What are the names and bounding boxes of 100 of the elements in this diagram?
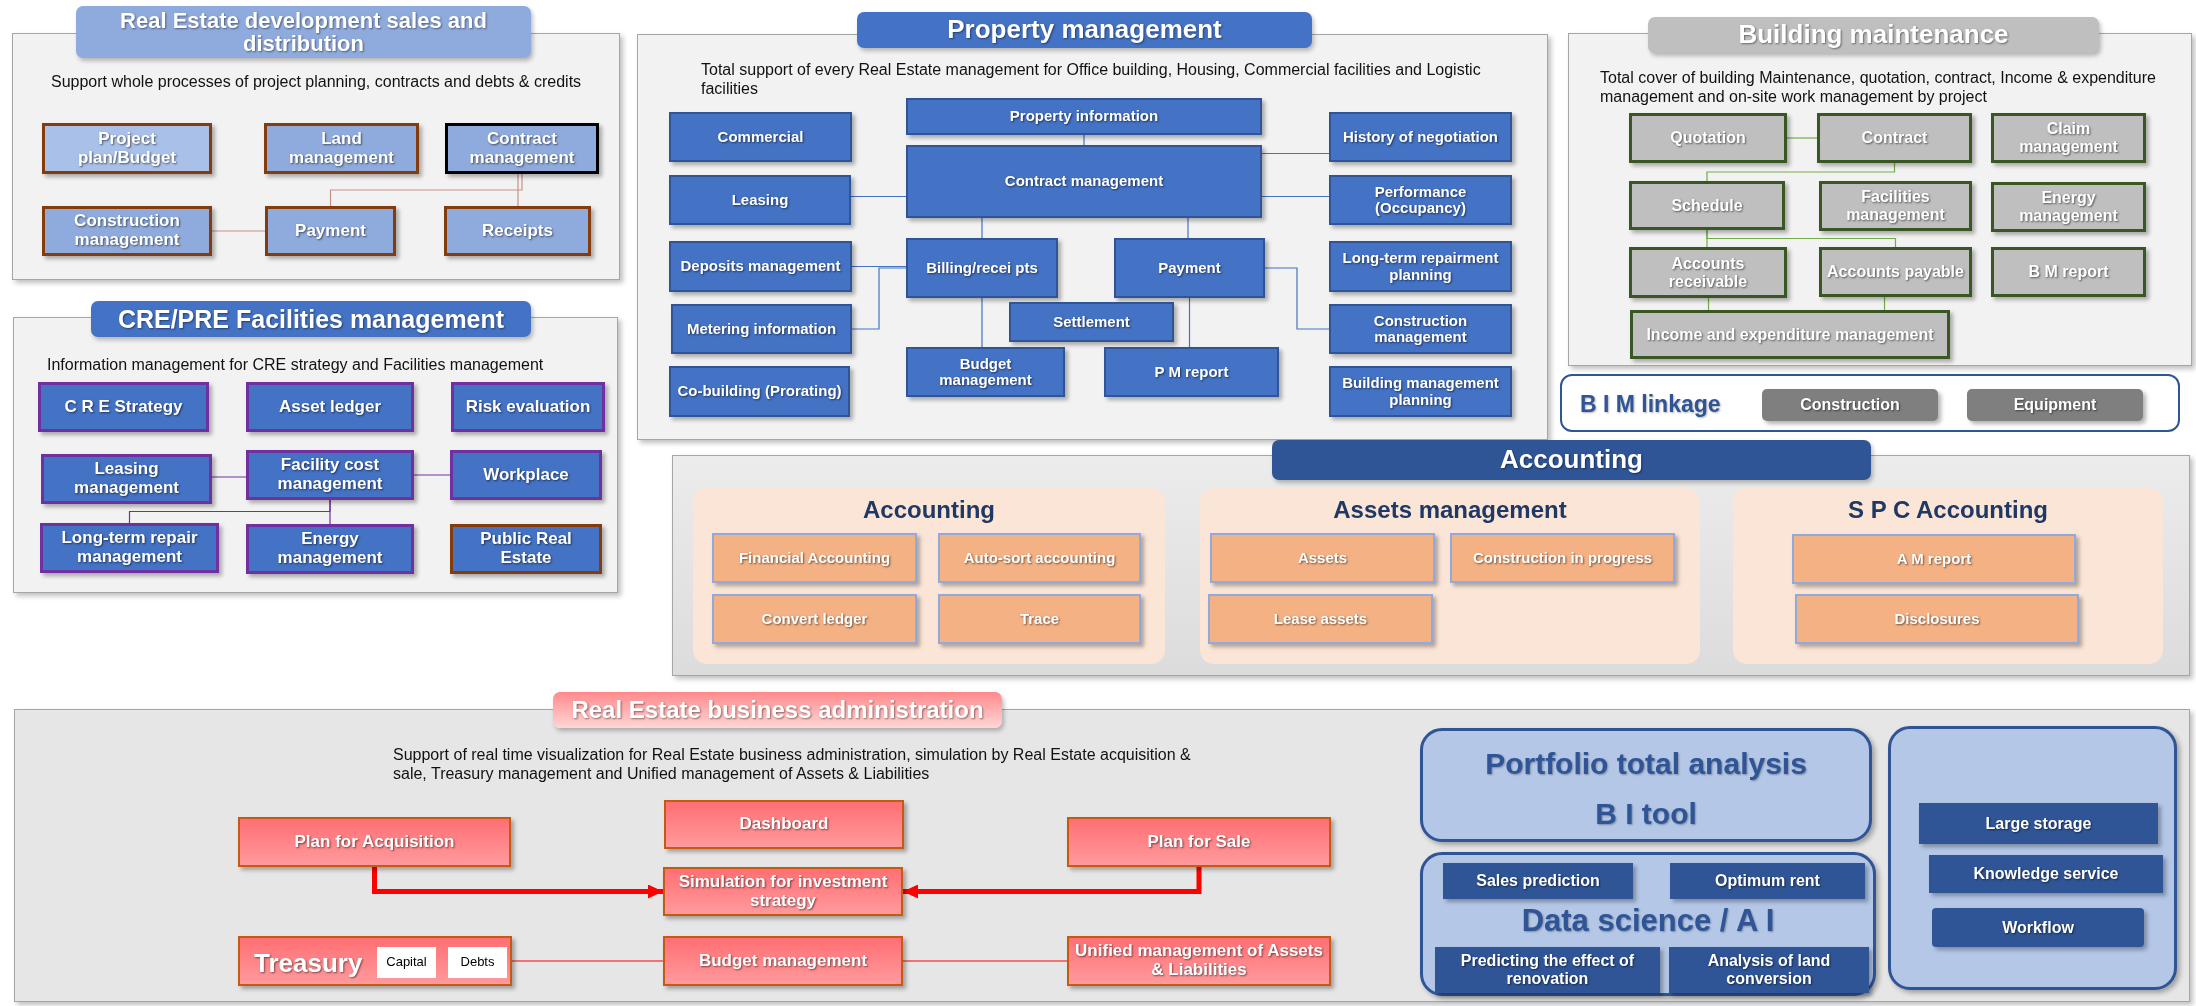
connector-line (1706, 229, 1897, 248)
process-box: Plan for Acquisition (238, 817, 511, 867)
process-box: Quotation (1629, 113, 1787, 163)
connector-line (329, 173, 523, 207)
process-box: Payment (1114, 238, 1265, 298)
process-box: Property information (906, 98, 1262, 135)
panel-title: B I M linkage (1580, 391, 1721, 418)
process-box: Dashboard (664, 800, 904, 849)
analysis-panel (1888, 726, 2177, 990)
process-box: Long-term repair management (40, 523, 219, 573)
connector-line (1883, 296, 1886, 311)
process-box: Assets (1210, 533, 1435, 583)
process-box: Deposits management (669, 241, 852, 292)
connector-line (1083, 134, 1085, 146)
process-box: Optimum rent (1670, 863, 1865, 899)
section-panel (637, 12, 1548, 440)
process-box: Leasing (669, 175, 851, 225)
process-box: Plan for Sale (1067, 817, 1331, 867)
process-box: Knowledge service (1929, 855, 2163, 893)
process-box: A M report (1792, 534, 2076, 584)
connector-line (511, 960, 664, 962)
process-box: Facility cost management (246, 450, 414, 500)
tag-label: Capital (377, 947, 436, 978)
process-box: Project plan/Budget (42, 123, 212, 174)
process-box: Accounts receivable (1629, 247, 1787, 298)
connector-line (211, 476, 247, 478)
subsection-panel (693, 488, 1165, 664)
process-box: Co-building (Prorating) (669, 366, 850, 417)
connector-line (981, 217, 983, 239)
connector-line (1187, 217, 1189, 239)
connector-line (1707, 297, 1710, 311)
section-title: Building maintenance (1648, 17, 2099, 53)
section-description: Information management for CRE strategy and Facilities management (47, 355, 545, 375)
connector-line (1706, 162, 1896, 182)
panel-title: Portfolio total analysis (1484, 747, 1808, 781)
process-box: Contract management (445, 123, 599, 174)
process-box: Land management (264, 123, 419, 174)
panel-title: B I tool (1594, 797, 1698, 831)
process-box: Budget management (663, 936, 903, 986)
section-description: Support whole processes of project planning, contracts and debts & credits (51, 72, 583, 92)
process-box: Budget management (906, 347, 1065, 397)
process-box: Financial Accounting (712, 533, 917, 583)
process-box: Analysis of land conversion (1669, 947, 1869, 993)
process-box: Claim management (1991, 113, 2146, 163)
process-box: Asset ledger (246, 382, 414, 432)
process-box: Contract management (906, 145, 1262, 218)
connector-line (517, 173, 519, 207)
process-box: Auto-sort accounting (938, 533, 1141, 583)
subsection-panel (1733, 488, 2163, 664)
section-panel (13, 301, 618, 593)
connector-line (851, 267, 907, 330)
process-box: Risk evaluation (451, 382, 605, 432)
connector-line (850, 195, 907, 198)
analysis-panel (1420, 728, 1872, 842)
process-box: B M report (1991, 247, 2146, 297)
section-title: Real Estate business administration (553, 692, 1002, 728)
connector-line (1786, 137, 1818, 139)
process-box: Construction management (42, 206, 212, 256)
process-box: Workplace (450, 450, 602, 500)
process-box: Billing/recei pts (906, 238, 1058, 298)
process-box: Metering information (671, 304, 852, 354)
connector-line (329, 499, 331, 525)
section-title: Real Estate development sales and distribution (76, 6, 531, 58)
connector-line (1264, 267, 1330, 330)
process-box: Payment (265, 206, 396, 256)
process-box: Convert ledger (712, 594, 917, 644)
connector-line (211, 230, 266, 232)
connector-line (851, 265, 907, 268)
section-description: Support of real time visualization for Real Estate business administration, simulation by Real Estate acquisition & sale, Treasury management and Unified management of Assets & Liabilities (393, 745, 1192, 784)
section-panel (14, 692, 2190, 1002)
process-box: Performance (Occupancy) (1329, 175, 1512, 225)
process-box: Energy management (1991, 182, 2146, 232)
process-box: Equipment (1967, 389, 2143, 421)
section-description: Total support of every Real Estate management for Office building, Housing, Commercial facilities and Logistic facilities (701, 60, 1482, 99)
process-box: P M report (1104, 347, 1279, 397)
process-box: Long-term repairment planning (1329, 241, 1512, 292)
subsection-title: S P C Accounting (1847, 496, 2049, 524)
process-box: Construction management (1329, 304, 1512, 354)
section-description: Total cover of building Maintenance, quotation, contract, Income & expenditure management and on-site work management by project (1600, 68, 2157, 107)
process-box (238, 936, 512, 986)
process-box: Leasing management (41, 454, 212, 504)
process-box: Workflow (1932, 908, 2144, 947)
process-box: Building management planning (1329, 366, 1512, 417)
process-box: Commercial (669, 112, 852, 162)
process-box: C R E Strategy (38, 382, 209, 432)
process-box: Predicting the effect of renovation (1435, 947, 1660, 993)
process-box: Sales prediction (1443, 863, 1633, 899)
process-box: Public Real Estate (450, 524, 602, 574)
section-title: CRE/PRE Facilities management (91, 301, 531, 337)
process-box: Facilities management (1819, 181, 1972, 231)
connector-line (1261, 195, 1330, 198)
connector-line (981, 297, 983, 348)
process-box: Construction in progress (1450, 533, 1675, 583)
section-panel (672, 440, 2190, 676)
section-title: Accounting (1272, 440, 1871, 480)
arrow (372, 867, 663, 899)
connector-line (902, 960, 1068, 962)
process-box: Disclosures (1795, 594, 2079, 644)
connector-line (1188, 297, 1191, 348)
section-panel (12, 6, 620, 280)
